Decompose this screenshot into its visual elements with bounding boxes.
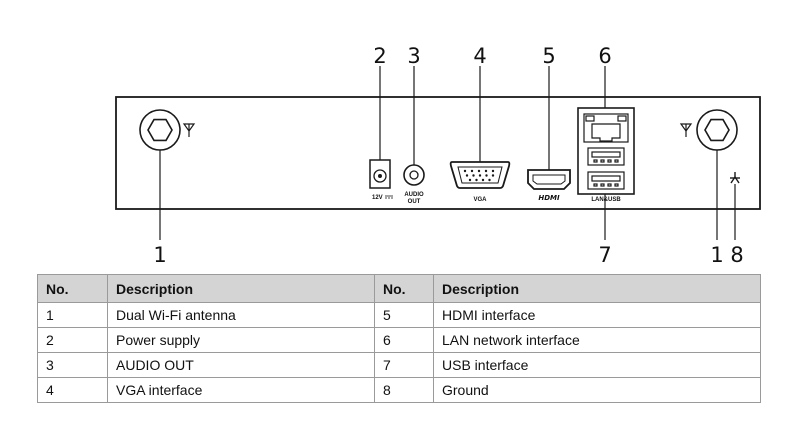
vga-pin <box>478 174 482 177</box>
lan-usb-block <box>577 107 635 195</box>
header-no: No. <box>37 274 108 303</box>
vga-pin <box>488 178 491 182</box>
leader-lines <box>159 66 736 240</box>
vga-pin <box>491 169 495 173</box>
hdmi-port <box>527 169 571 190</box>
vga-pin <box>481 178 485 182</box>
header-description: Description <box>433 274 761 303</box>
vga-pin <box>465 174 469 177</box>
cell-description: HDMI interface <box>433 302 761 328</box>
lan-port <box>583 113 629 143</box>
power-label: 12V <box>372 195 383 201</box>
vga-pin <box>485 174 488 177</box>
cell-number: 5 <box>374 302 434 328</box>
callout-1-left: 1 <box>153 243 166 267</box>
hdmi-label: HDMI <box>538 194 560 202</box>
antenna-icon <box>182 123 196 137</box>
rear-panel-diagram: 12V AUDIO OUT VGA HDMI <box>115 44 761 267</box>
cell-number: 1 <box>37 302 108 328</box>
vga-pin <box>477 169 481 173</box>
usb-port-lower <box>587 171 625 190</box>
cell-number: 3 <box>37 352 108 378</box>
table-row: 1 Dual Wi-Fi antenna 5 HDMI interface <box>37 302 761 328</box>
callout-4: 4 <box>473 44 486 68</box>
ground-screw <box>730 172 740 184</box>
callout-1-right: 1 <box>710 243 723 267</box>
cell-number: 4 <box>37 377 108 403</box>
callout-2: 2 <box>373 44 386 68</box>
vga-pin <box>472 174 475 177</box>
header-description: Description <box>107 274 375 303</box>
table-row: 4 VGA interface 8 Ground <box>37 377 761 403</box>
header-no: No. <box>374 274 434 303</box>
cell-number: 8 <box>374 377 434 403</box>
table-row: 2 Power supply 6 LAN network interface <box>37 327 761 353</box>
cell-description: LAN network interface <box>433 327 761 353</box>
audio-label-line1: AUDIO <box>404 192 424 198</box>
cell-description: USB interface <box>433 352 761 378</box>
cell-description: Power supply <box>107 327 375 353</box>
usb-port-upper <box>587 147 625 166</box>
legend-header-row: No. Description No. Description <box>37 274 761 303</box>
cell-number: 2 <box>37 327 108 353</box>
cell-number: 6 <box>374 327 434 353</box>
cell-number: 7 <box>374 352 434 378</box>
cell-description: AUDIO OUT <box>107 352 375 378</box>
legend-table: No. Description No. Description 1 Dual W… <box>37 274 761 403</box>
vga-pin <box>491 174 495 177</box>
cell-description: VGA interface <box>107 377 375 403</box>
vga-pin <box>470 169 474 173</box>
table-row: 3 AUDIO OUT 7 USB interface <box>37 352 761 378</box>
audio-label-line2: OUT <box>408 199 421 205</box>
dc-symbol-icon <box>385 195 393 199</box>
device-chassis <box>115 96 761 210</box>
vga-pins <box>463 169 495 182</box>
callout-6: 6 <box>598 44 611 68</box>
cell-description: Dual Wi-Fi antenna <box>107 302 375 328</box>
vga-pin <box>475 178 478 182</box>
callout-5: 5 <box>542 44 555 68</box>
antenna-icon <box>679 123 693 137</box>
vga-label: VGA <box>473 197 487 203</box>
callout-7: 7 <box>598 243 611 267</box>
vga-pin <box>484 169 488 173</box>
vga-port <box>449 161 511 189</box>
cell-description: Ground <box>433 377 761 403</box>
vga-pin <box>463 169 467 173</box>
lan-usb-label: LAN&USB <box>591 197 621 203</box>
vga-pin <box>468 178 472 182</box>
callout-8: 8 <box>730 243 743 267</box>
callout-3: 3 <box>407 44 420 68</box>
